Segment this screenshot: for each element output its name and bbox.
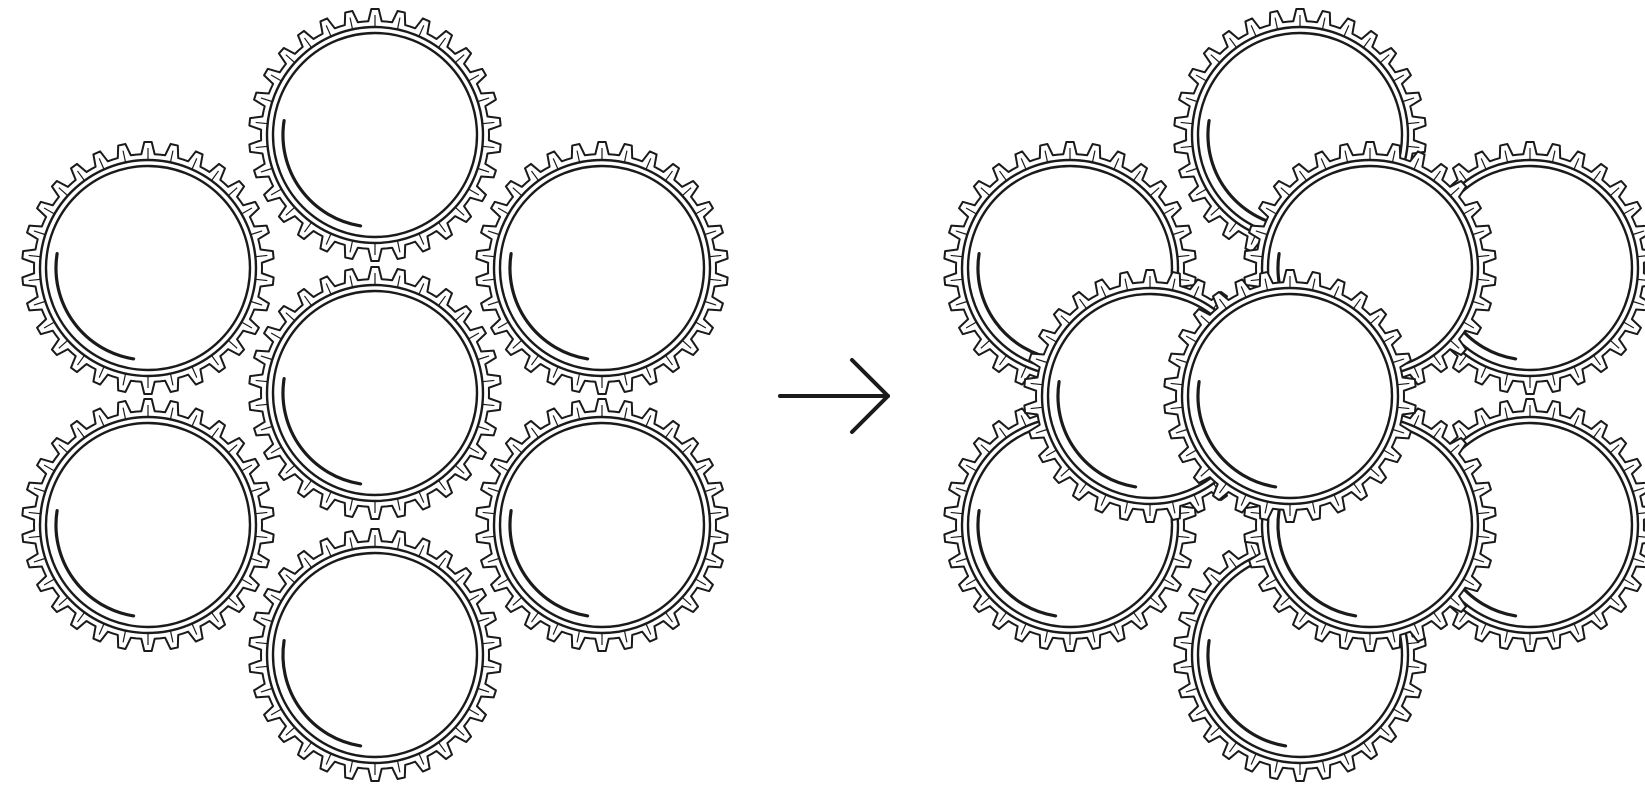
- bottle-cap-icon: [249, 9, 500, 261]
- bottle-cap-icon: [22, 142, 273, 394]
- bottle-cap-icon: [249, 529, 500, 781]
- right-arrow-icon: [780, 360, 888, 432]
- bottle-cap-icon: [22, 399, 273, 651]
- before-cap-cluster: [22, 9, 727, 781]
- bottle-cap-icon: [476, 142, 727, 394]
- after-cap-cluster: [944, 9, 1645, 781]
- bottle-cap-icon: [476, 399, 727, 651]
- bottle-cap-icon: [249, 267, 500, 519]
